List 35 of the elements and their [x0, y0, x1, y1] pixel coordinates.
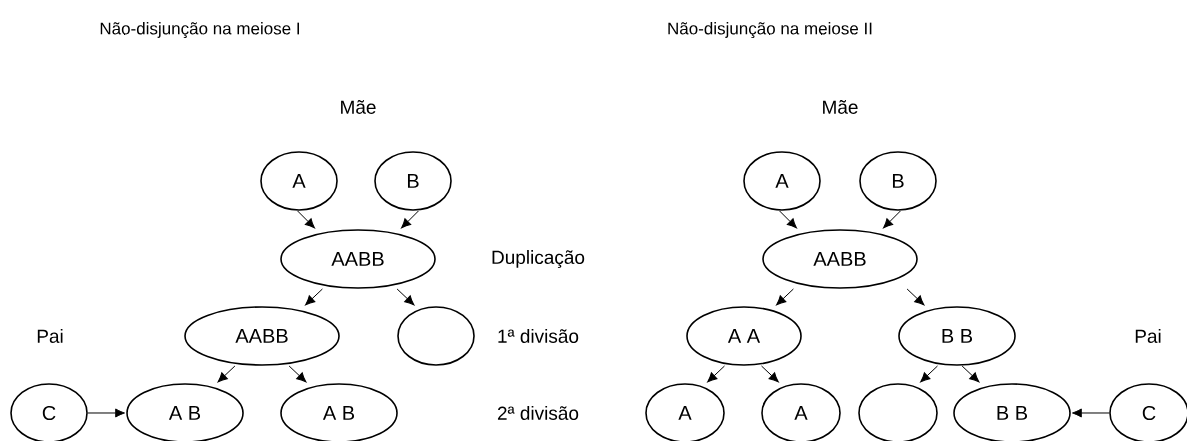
- arrow: [288, 365, 307, 383]
- arrow: [396, 288, 415, 306]
- ellipse-node: AABB: [762, 229, 918, 289]
- arrow: [87, 408, 125, 418]
- ellipse-node: A: [743, 151, 821, 211]
- parent-label: Mãe: [341, 100, 376, 114]
- arrow: [776, 288, 794, 306]
- stage-label: 1ª divisão: [498, 329, 579, 343]
- arrow: [401, 210, 419, 229]
- parent-label: Pai: [1135, 329, 1161, 343]
- empty-ellipse: [397, 306, 475, 366]
- ellipse-node: B: [374, 151, 452, 211]
- arrow: [297, 210, 315, 229]
- arrow: [1072, 408, 1110, 418]
- stage-label: 2ª divisão: [497, 406, 579, 420]
- heading: Não-disjunção na meiose I: [100, 22, 299, 38]
- ellipse-node: AABB: [280, 229, 436, 289]
- parent-label: Pai: [37, 329, 63, 343]
- arrow: [883, 210, 901, 229]
- arrow: [217, 365, 236, 383]
- arrow: [305, 288, 323, 306]
- arrow: [961, 365, 980, 383]
- arrow: [906, 288, 925, 306]
- ellipse-node: B B: [898, 306, 1016, 366]
- ellipse-node: A A: [686, 306, 802, 366]
- ellipse-node: B: [859, 151, 937, 211]
- ellipse-node: AABB: [184, 306, 340, 366]
- arrow: [761, 365, 779, 383]
- ellipse-node: A: [260, 151, 338, 211]
- arrow: [779, 210, 797, 229]
- arrow: [920, 365, 938, 383]
- heading: Não-disjunção na meiose II: [668, 22, 872, 38]
- stage-label: Duplicação: [492, 250, 585, 268]
- arrow: [707, 365, 725, 383]
- parent-label: Mãe: [823, 100, 858, 114]
